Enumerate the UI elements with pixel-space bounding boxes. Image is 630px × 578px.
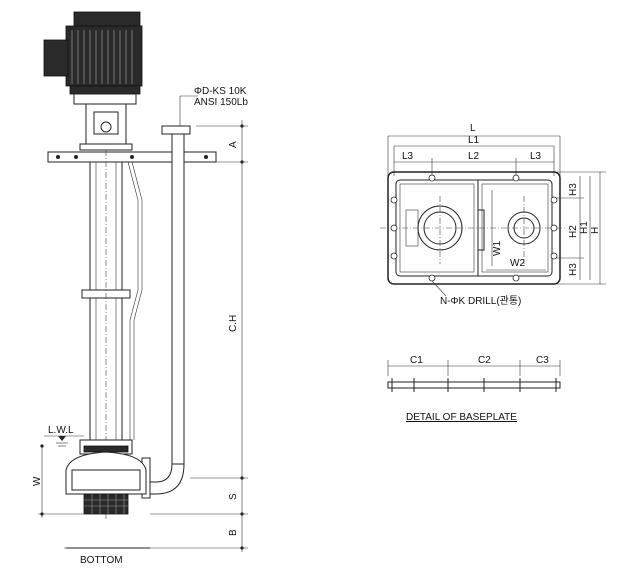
baseplate-detail: C1 C2 C3 DETAIL OF BASEPLATE bbox=[387, 355, 561, 423]
bottom-label: BOTTOM bbox=[80, 555, 123, 566]
detail-c2-label: C2 bbox=[478, 355, 491, 366]
dim-h-label: H bbox=[590, 227, 601, 234]
discharge-pipe bbox=[141, 125, 191, 499]
dim-l1-label: L1 bbox=[468, 135, 480, 146]
lwl-label: L.W.L bbox=[48, 425, 74, 436]
dim-s-label: S bbox=[228, 493, 239, 500]
dim-l2-label: L2 bbox=[468, 151, 480, 162]
dim-w-label: W bbox=[32, 476, 43, 486]
dim-h3-top-label: H3 bbox=[568, 183, 579, 196]
pump-elevation: L.W.L ΦD-KS 10K ANSI 150Lb A C.H S B bbox=[32, 11, 248, 566]
baseplate-plan: L L1 L2 L3 L3 W1 W2 bbox=[380, 123, 606, 307]
dim-h1-label: H1 bbox=[579, 221, 590, 234]
w-dimension: W bbox=[32, 444, 84, 518]
detail-c1-label: C1 bbox=[410, 355, 423, 366]
dim-w2-label: W2 bbox=[510, 258, 525, 269]
dim-h3-bottom-label: H3 bbox=[568, 263, 579, 276]
dim-a-label: A bbox=[228, 141, 239, 148]
dim-l3-left-label: L3 bbox=[402, 151, 414, 162]
dim-ch-label: C.H bbox=[228, 315, 239, 332]
dim-l-label: L bbox=[470, 123, 476, 134]
motor bbox=[43, 11, 143, 105]
lwl-marker: L.W.L bbox=[44, 425, 84, 447]
drill-note: N-ΦK DRILL(관통) bbox=[440, 295, 521, 307]
right-dimension-chain: A C.H S B bbox=[64, 120, 248, 552]
detail-c3-label: C3 bbox=[536, 355, 549, 366]
detail-title: DETAIL OF BASEPLATE bbox=[406, 412, 517, 423]
flange-spec-ks: ΦD-KS 10K bbox=[194, 86, 247, 97]
dim-w1-label: W1 bbox=[492, 241, 503, 256]
bearing-housing bbox=[79, 103, 133, 151]
dim-b-label: B bbox=[228, 529, 239, 536]
dim-h2-label: H2 bbox=[568, 225, 579, 238]
flange-spec-ansi: ANSI 150Lb bbox=[194, 97, 248, 108]
pump-casing bbox=[65, 439, 147, 515]
dim-l3-right-label: L3 bbox=[530, 151, 542, 162]
